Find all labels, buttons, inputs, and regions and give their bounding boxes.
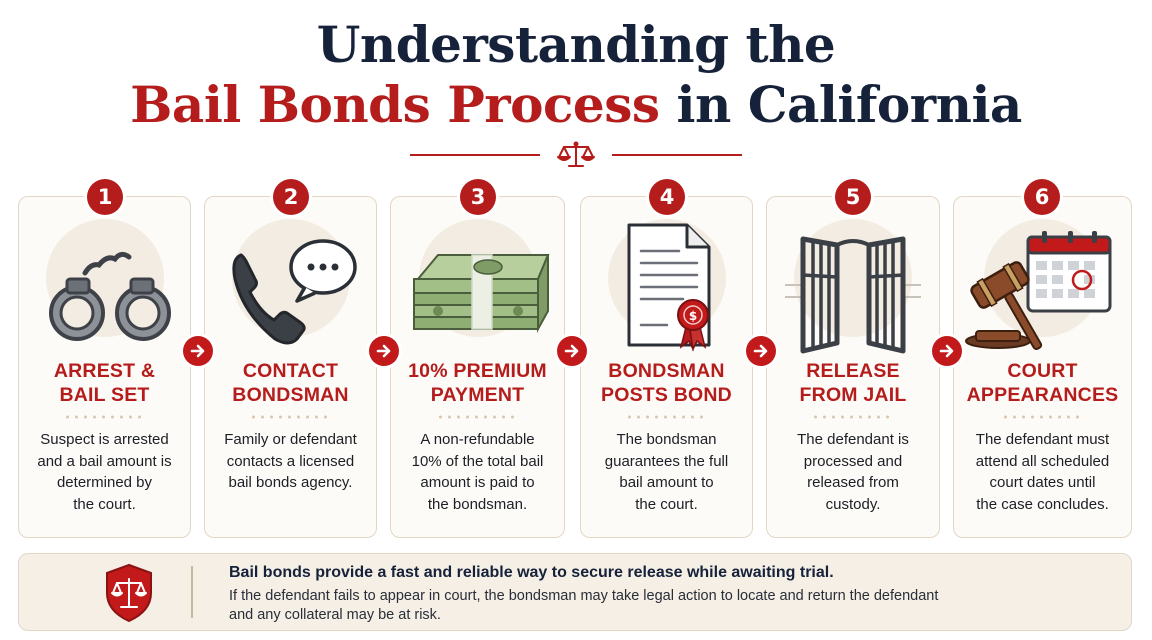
illustration-4: $ — [581, 215, 752, 355]
arrow-right-icon — [746, 336, 776, 366]
dotted-separator — [1000, 415, 1085, 419]
illustration-6 — [954, 215, 1131, 355]
divider-line-right — [612, 154, 742, 156]
scales-of-justice-icon — [557, 141, 595, 167]
step-number-badge-3: 3 — [460, 179, 496, 215]
footer-headline: Bail bonds provide a fast and reliable w… — [229, 564, 834, 581]
page-title-line-2: Bail Bonds Process in California — [0, 74, 1152, 136]
arrow-right-icon — [369, 336, 399, 366]
gavel-calendar-icon — [964, 231, 1111, 350]
shield-scales-icon — [106, 563, 152, 623]
handcuffs-icon — [48, 251, 171, 341]
arrow-right-icon — [932, 336, 962, 366]
divider-line-left — [410, 154, 540, 156]
footer-note: If the defendant fails to appear in cour… — [229, 588, 939, 623]
dotted-separator — [435, 415, 520, 419]
illustration-3 — [391, 215, 564, 355]
illustration-1 — [19, 215, 190, 355]
step-title: ARREST &BAIL SET — [53, 360, 156, 406]
arrow-right-icon — [183, 336, 213, 366]
page-title-line-1: Understanding the — [316, 15, 836, 74]
step-number-badge-5: 5 — [835, 179, 871, 215]
cash-stack-icon — [412, 254, 549, 333]
dotted-separator — [248, 415, 333, 419]
title-highlight: Bail Bonds Process — [130, 75, 660, 134]
bond-document-icon: $ — [627, 223, 710, 352]
footer-note-panel: Bail bonds provide a fast and reliable w… — [18, 553, 1132, 631]
illustration-5 — [767, 215, 939, 355]
illustration-2 — [205, 215, 376, 355]
phone-speech-bubble-icon — [231, 239, 357, 345]
step-number-badge-4: 4 — [649, 179, 685, 215]
step-number-badge-6: 6 — [1024, 179, 1060, 215]
step-number-badge-1: 1 — [87, 179, 123, 215]
step-number-badge-2: 2 — [273, 179, 309, 215]
dotted-separator — [62, 415, 147, 419]
title-divider — [410, 140, 742, 170]
dotted-separator — [624, 415, 709, 419]
svg-text:$: $ — [688, 309, 696, 323]
arrow-right-icon — [557, 336, 587, 366]
open-jail-doors-icon — [785, 236, 921, 354]
title-rest: in California — [659, 75, 1022, 134]
dotted-separator — [811, 415, 895, 419]
footer-divider — [191, 566, 193, 618]
